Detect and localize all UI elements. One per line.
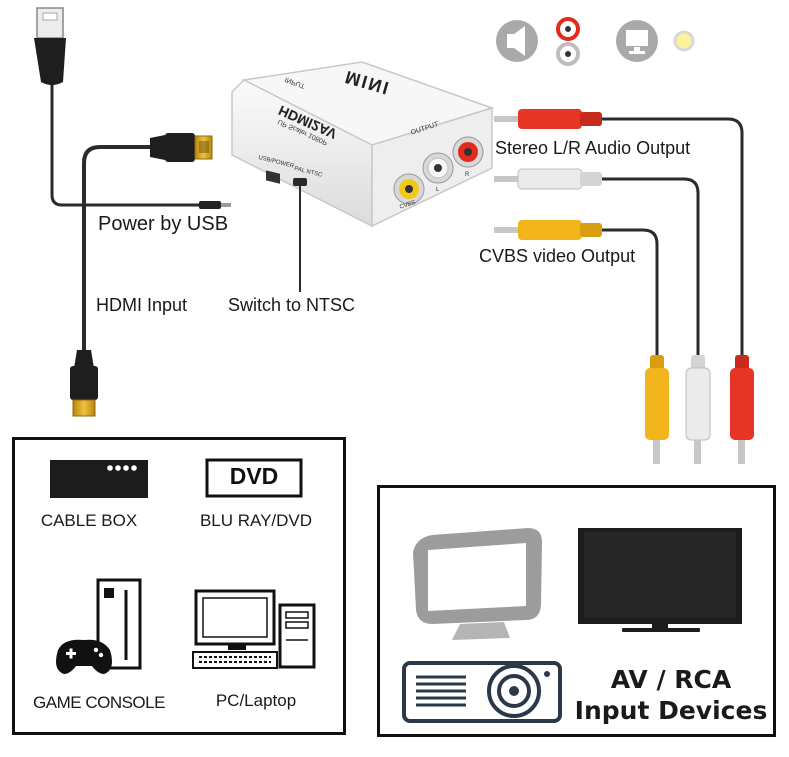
game-console-label: GAME CONSOLE: [33, 693, 165, 712]
speaker-icon: [496, 20, 538, 62]
flat-tv-icon: [578, 528, 742, 632]
rca-jack-cvbs: [393, 173, 425, 205]
cable-box-icon: [50, 460, 148, 498]
blu-ray-dvd-label: BLU RAY/DVD: [199, 511, 313, 530]
pc-laptop-label: PC/Laptop: [215, 691, 297, 710]
jack-label-r: R: [465, 172, 470, 178]
rca-jack-left: [422, 152, 454, 184]
hdmi-cable: [70, 133, 213, 417]
desktop-pc-icon: [192, 589, 316, 669]
dvd-badge-text: DVD: [229, 463, 279, 489]
projector-icon: [402, 661, 562, 723]
dvd-player-icon: [205, 458, 303, 498]
video-jack-icon: [673, 30, 695, 52]
input-devices-title: Input Devices: [574, 696, 768, 725]
output-devices-panel: [377, 485, 776, 737]
cable-box-label: CABLE BOX: [40, 511, 138, 530]
switch-to-ntsc-label: Switch to NTSC: [228, 295, 356, 315]
converter-box: [231, 61, 495, 228]
audio-rca-jacks-icon: [556, 17, 580, 66]
usb-cable: [34, 7, 231, 209]
power-by-usb-label: Power by USB: [98, 213, 229, 235]
crt-monitor-icon: [413, 528, 542, 640]
rca-jack-right: [452, 136, 484, 168]
rca-cables: [494, 109, 754, 464]
stereo-audio-output-label: Stereo L/R Audio Output: [495, 138, 691, 158]
jack-label-l: L: [436, 187, 440, 193]
source-devices-panel: [12, 437, 346, 735]
cvbs-video-output-label: CVBS video Output: [479, 246, 636, 266]
monitor-icon: [616, 20, 658, 62]
av-rca-title: AV / RCA: [610, 665, 732, 694]
game-console-icon: [56, 578, 142, 674]
hdmi-input-label: HDMI Input: [96, 295, 188, 315]
